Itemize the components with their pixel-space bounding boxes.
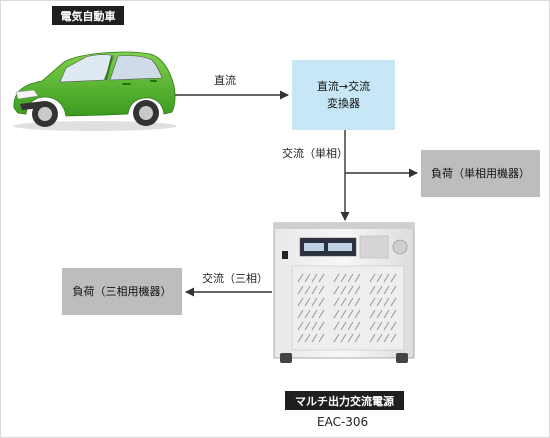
vent-slot	[318, 321, 325, 331]
vent-slot	[297, 309, 304, 319]
car-title-label: 電気自動車	[52, 6, 124, 25]
vent-slot	[297, 273, 304, 283]
vent-slot	[376, 285, 383, 295]
vent-slot	[318, 285, 325, 295]
edge-label-dc: 直流	[214, 74, 236, 87]
vent-slot	[297, 333, 304, 343]
edge-label-single-phase: 交流（単相）	[282, 147, 348, 160]
vent-slot	[340, 309, 347, 319]
vent-slot	[376, 297, 383, 307]
vent-slot	[347, 297, 354, 307]
vent-slot	[390, 297, 397, 307]
single-phase-load-box: 負荷（単相用機器）	[421, 150, 540, 197]
vent-slot	[304, 297, 311, 307]
vent-slot	[390, 273, 397, 283]
electric-car-image	[13, 51, 177, 131]
converter-line2: 変換器	[327, 97, 360, 110]
vent-slot	[340, 273, 347, 283]
vent-slot	[390, 309, 397, 319]
vent-slot	[369, 309, 376, 319]
vent-slot	[354, 297, 361, 307]
vent-slot	[333, 297, 340, 307]
vent-slot	[383, 309, 390, 319]
vent-slot	[311, 297, 318, 307]
vent-slot	[369, 285, 376, 295]
vent-slot	[340, 285, 347, 295]
vent-slot	[333, 309, 340, 319]
vent-slot	[376, 273, 383, 283]
vent-slot	[383, 321, 390, 331]
power-source-name-label: マルチ出力交流電源	[285, 391, 404, 410]
vent-slot	[304, 273, 311, 283]
vent-slot	[311, 333, 318, 343]
vent-slot	[354, 321, 361, 331]
three-phase-load-box: 負荷（三相用機器）	[62, 268, 182, 315]
vent-slot	[311, 273, 318, 283]
vent-slot	[311, 321, 318, 331]
vent-slot	[333, 273, 340, 283]
vent-slot	[333, 333, 340, 343]
vent-slot	[347, 309, 354, 319]
vent-slot	[304, 321, 311, 331]
vent-slot	[333, 285, 340, 295]
vent-slot	[383, 273, 390, 283]
vent-slot	[369, 273, 376, 283]
vent-slot	[340, 333, 347, 343]
vent-slot	[354, 309, 361, 319]
vent-slot	[311, 309, 318, 319]
vent-slot	[376, 333, 383, 343]
vent-slot	[340, 297, 347, 307]
vent-slot	[318, 273, 325, 283]
vent-slot	[354, 273, 361, 283]
vent-slot	[347, 285, 354, 295]
vent-slot	[297, 285, 304, 295]
vent-slot	[318, 333, 325, 343]
vent-slot	[383, 333, 390, 343]
vent-slot	[304, 285, 311, 295]
vent-slot	[318, 309, 325, 319]
vent-slot	[304, 309, 311, 319]
vent-slot	[369, 297, 376, 307]
vent-slot	[304, 333, 311, 343]
vent-slot	[383, 297, 390, 307]
vent-slot	[376, 321, 383, 331]
vent-slot	[390, 333, 397, 343]
ac-power-source-image	[273, 222, 415, 363]
converter-line1: 直流→交流	[316, 80, 371, 93]
vent-slot	[333, 321, 340, 331]
edge-label-three-phase: 交流（三相）	[202, 272, 268, 285]
dc-ac-converter-box: 直流→交流 変換器	[292, 60, 395, 130]
vent-slot	[297, 321, 304, 331]
vent-slot	[318, 297, 325, 307]
vent-slot	[347, 333, 354, 343]
vent-slot	[311, 285, 318, 295]
vent-slot	[347, 321, 354, 331]
vent-slot	[369, 321, 376, 331]
vent-slot	[369, 333, 376, 343]
vent-slot	[390, 321, 397, 331]
vent-slot	[383, 285, 390, 295]
vent-slot	[347, 273, 354, 283]
vent-slot	[354, 285, 361, 295]
vent-slot	[376, 309, 383, 319]
vent-slot	[297, 297, 304, 307]
vent-slot	[340, 321, 347, 331]
model-label: EAC-306	[317, 415, 369, 429]
vent-slot	[390, 285, 397, 295]
vent-slot	[354, 333, 361, 343]
